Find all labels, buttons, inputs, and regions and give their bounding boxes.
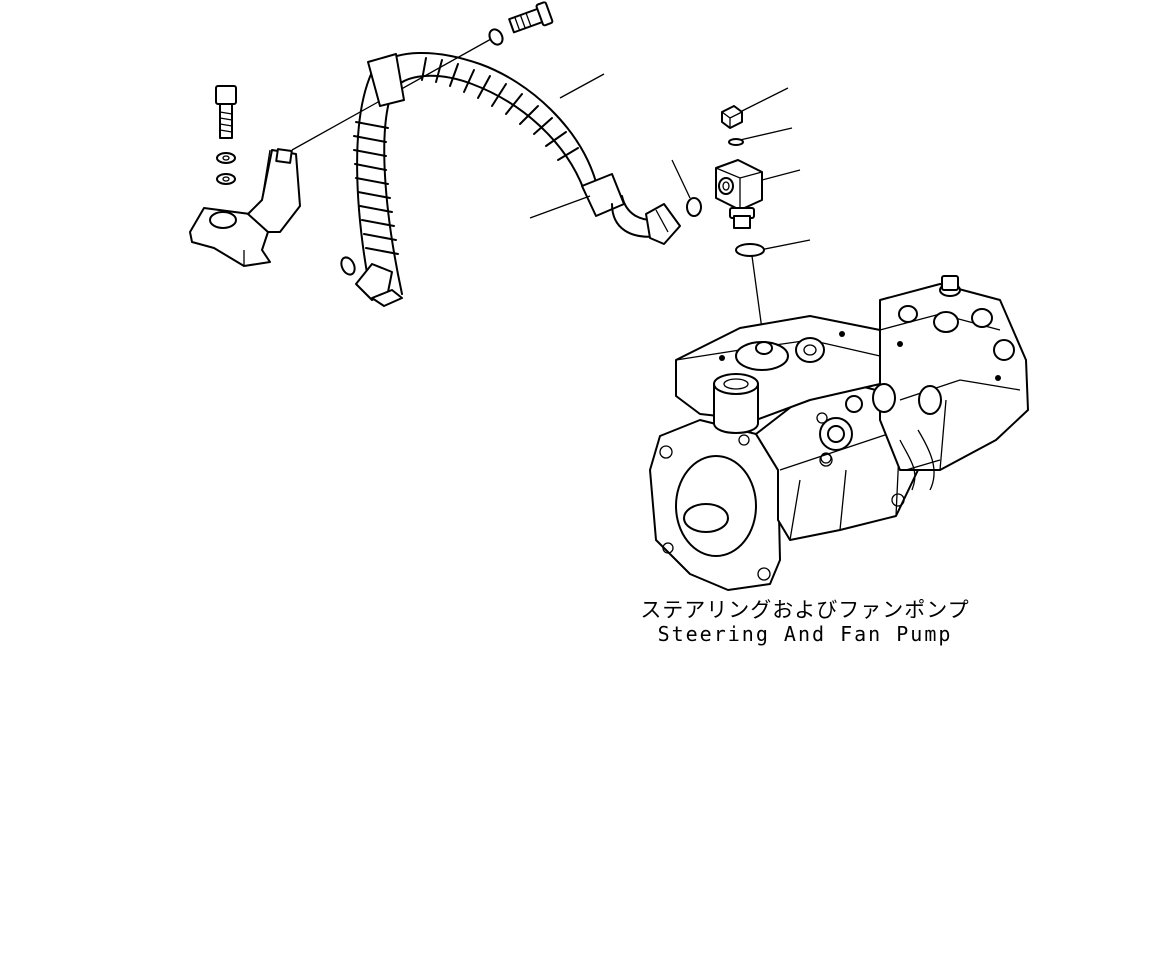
leader-plug xyxy=(739,87,789,113)
o-ring-lower-hose xyxy=(340,256,356,276)
plug-o-ring xyxy=(728,138,744,146)
caption-japanese: ステアリングおよびファンポンプ xyxy=(640,598,970,622)
hose-sleeve xyxy=(581,173,625,217)
leader-plug-oring xyxy=(739,127,793,141)
bracket-bolt xyxy=(215,85,237,139)
leader-fitting xyxy=(761,169,801,181)
leader-oring xyxy=(671,159,691,199)
caption-english: Steering And Fan Pump xyxy=(657,622,953,646)
hose-upper-fitting xyxy=(645,203,681,245)
fitting-o-ring xyxy=(735,243,765,257)
mounting-bracket xyxy=(189,148,301,267)
pump-rear-section xyxy=(879,283,1029,471)
leader-lines xyxy=(529,73,811,251)
hose-clamp xyxy=(367,53,405,107)
leader-fitting-oring xyxy=(759,239,811,251)
steering-and-fan-pump xyxy=(649,275,1029,591)
leader-hose xyxy=(559,73,605,99)
clamp-bolt xyxy=(508,1,554,34)
bracket-washer xyxy=(216,152,236,185)
leader-sleeve xyxy=(529,195,591,219)
hose-lower-fitting xyxy=(355,263,403,307)
o-ring-upper-hose xyxy=(686,197,702,217)
clamp-washer xyxy=(488,28,504,46)
plug xyxy=(721,105,743,129)
spiral-guard xyxy=(353,57,579,255)
hose-assembly xyxy=(353,52,681,307)
adapter-fitting xyxy=(715,159,763,229)
